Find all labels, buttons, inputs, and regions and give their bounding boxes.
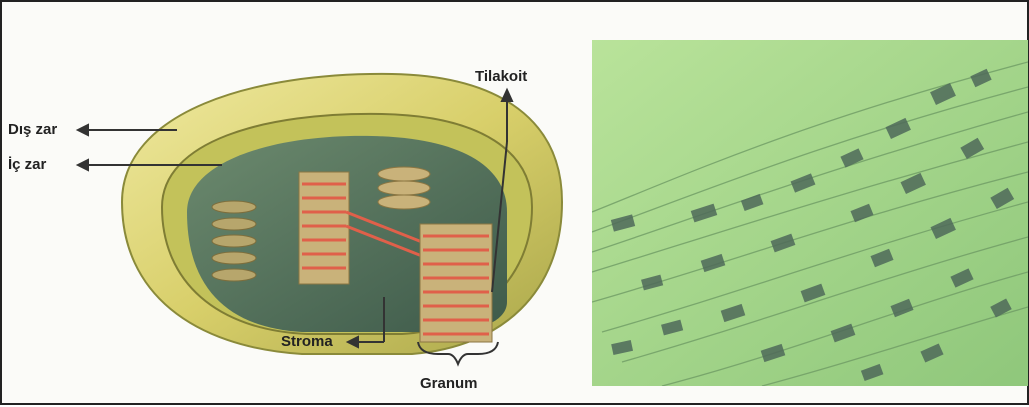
stroma-label: Stroma — [281, 334, 333, 349]
electron-micrograph — [592, 40, 1028, 386]
thylakoid-label: Tilakoit — [475, 69, 527, 84]
granum-label: Granum — [420, 376, 478, 391]
granum-stack-right — [420, 224, 492, 342]
outer-membrane-label: Dış zar — [8, 122, 57, 137]
granum-stack-left — [299, 172, 349, 284]
chloroplast-illustration — [122, 74, 562, 354]
back-granum — [378, 167, 430, 209]
inner-membrane-label: İç zar — [8, 157, 46, 172]
